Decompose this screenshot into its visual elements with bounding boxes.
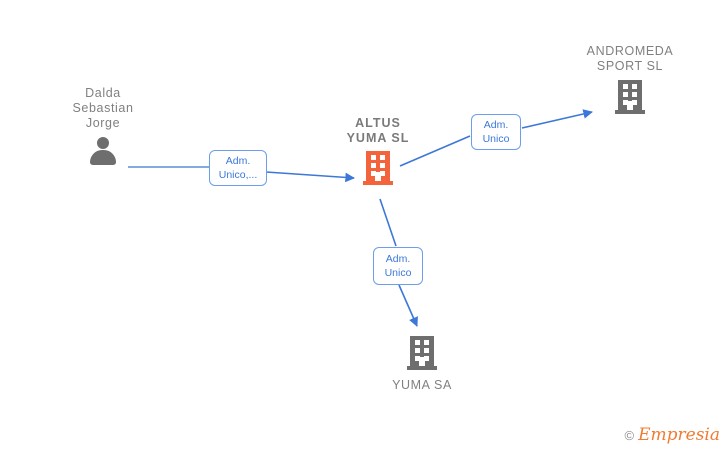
person-icon [90,137,116,167]
building-icon-door [419,357,425,366]
building-icon-window [424,348,429,353]
building-icon [363,151,393,185]
building-icon-window [623,84,628,89]
building-icon-window [415,340,420,345]
building-icon-window [632,84,637,89]
edge-altus-to-yuma-segment-b [398,284,418,327]
building-icon-window [380,171,385,176]
building-icon-window [424,356,429,361]
node-label-altus-yuma-sl: ALTUS YUMA SL [346,116,410,145]
building-icon-window [424,340,429,345]
building-icon-base [363,181,393,185]
node-icon-wrapper-yuma [407,336,437,370]
edge-label-altus-to-yuma[interactable]: Adm. Unico [373,247,423,285]
node-altus-yuma-sl[interactable]: ALTUS YUMA SL [298,116,458,185]
node-andromeda-sport-sl[interactable]: ANDROMEDA SPORT SL [550,44,710,114]
building-icon-window [371,171,376,176]
watermark: © Empresia [625,427,721,444]
building-icon-base [615,110,645,114]
edge-altus-to-yuma-segment-a [379,198,397,247]
node-label-yuma-sa: YUMA SA [392,378,452,392]
edge-label-altus-to-andromeda[interactable]: Adm. Unico [471,114,521,150]
building-icon-window [371,163,376,168]
node-dalda-sebastian-jorge[interactable]: Dalda Sebastian Jorge [23,86,183,167]
node-label-dalda-sebastian-jorge: Dalda Sebastian Jorge [72,86,134,130]
building-icon-window [623,92,628,97]
brand-name: Empresia [638,425,720,445]
edge-label-dalda-to-altus[interactable]: Adm. Unico,... [209,150,267,186]
edge-altus-to-andromeda-segment-b [521,109,593,129]
building-icon-window [371,155,376,160]
building-icon-window [415,348,420,353]
building-icon-door [375,172,381,181]
node-yuma-sa[interactable]: YUMA SA [342,336,502,393]
person-icon-body [90,150,116,165]
person-icon-head [97,137,109,149]
node-icon-wrapper-altus [363,151,393,185]
building-icon-window [380,155,385,160]
node-label-andromeda-sport-sl: ANDROMEDA SPORT SL [586,44,674,73]
building-icon [615,80,645,114]
node-icon-wrapper-dalda [90,137,116,167]
building-icon-window [415,356,420,361]
copyright-icon: © [624,428,635,443]
building-icon-base [407,366,437,370]
building-icon-window [632,92,637,97]
building-icon [407,336,437,370]
building-icon-window [380,163,385,168]
building-icon-window [632,100,637,105]
node-icon-wrapper-andromeda [615,80,645,114]
building-icon-window [623,100,628,105]
building-icon-door [627,101,633,110]
